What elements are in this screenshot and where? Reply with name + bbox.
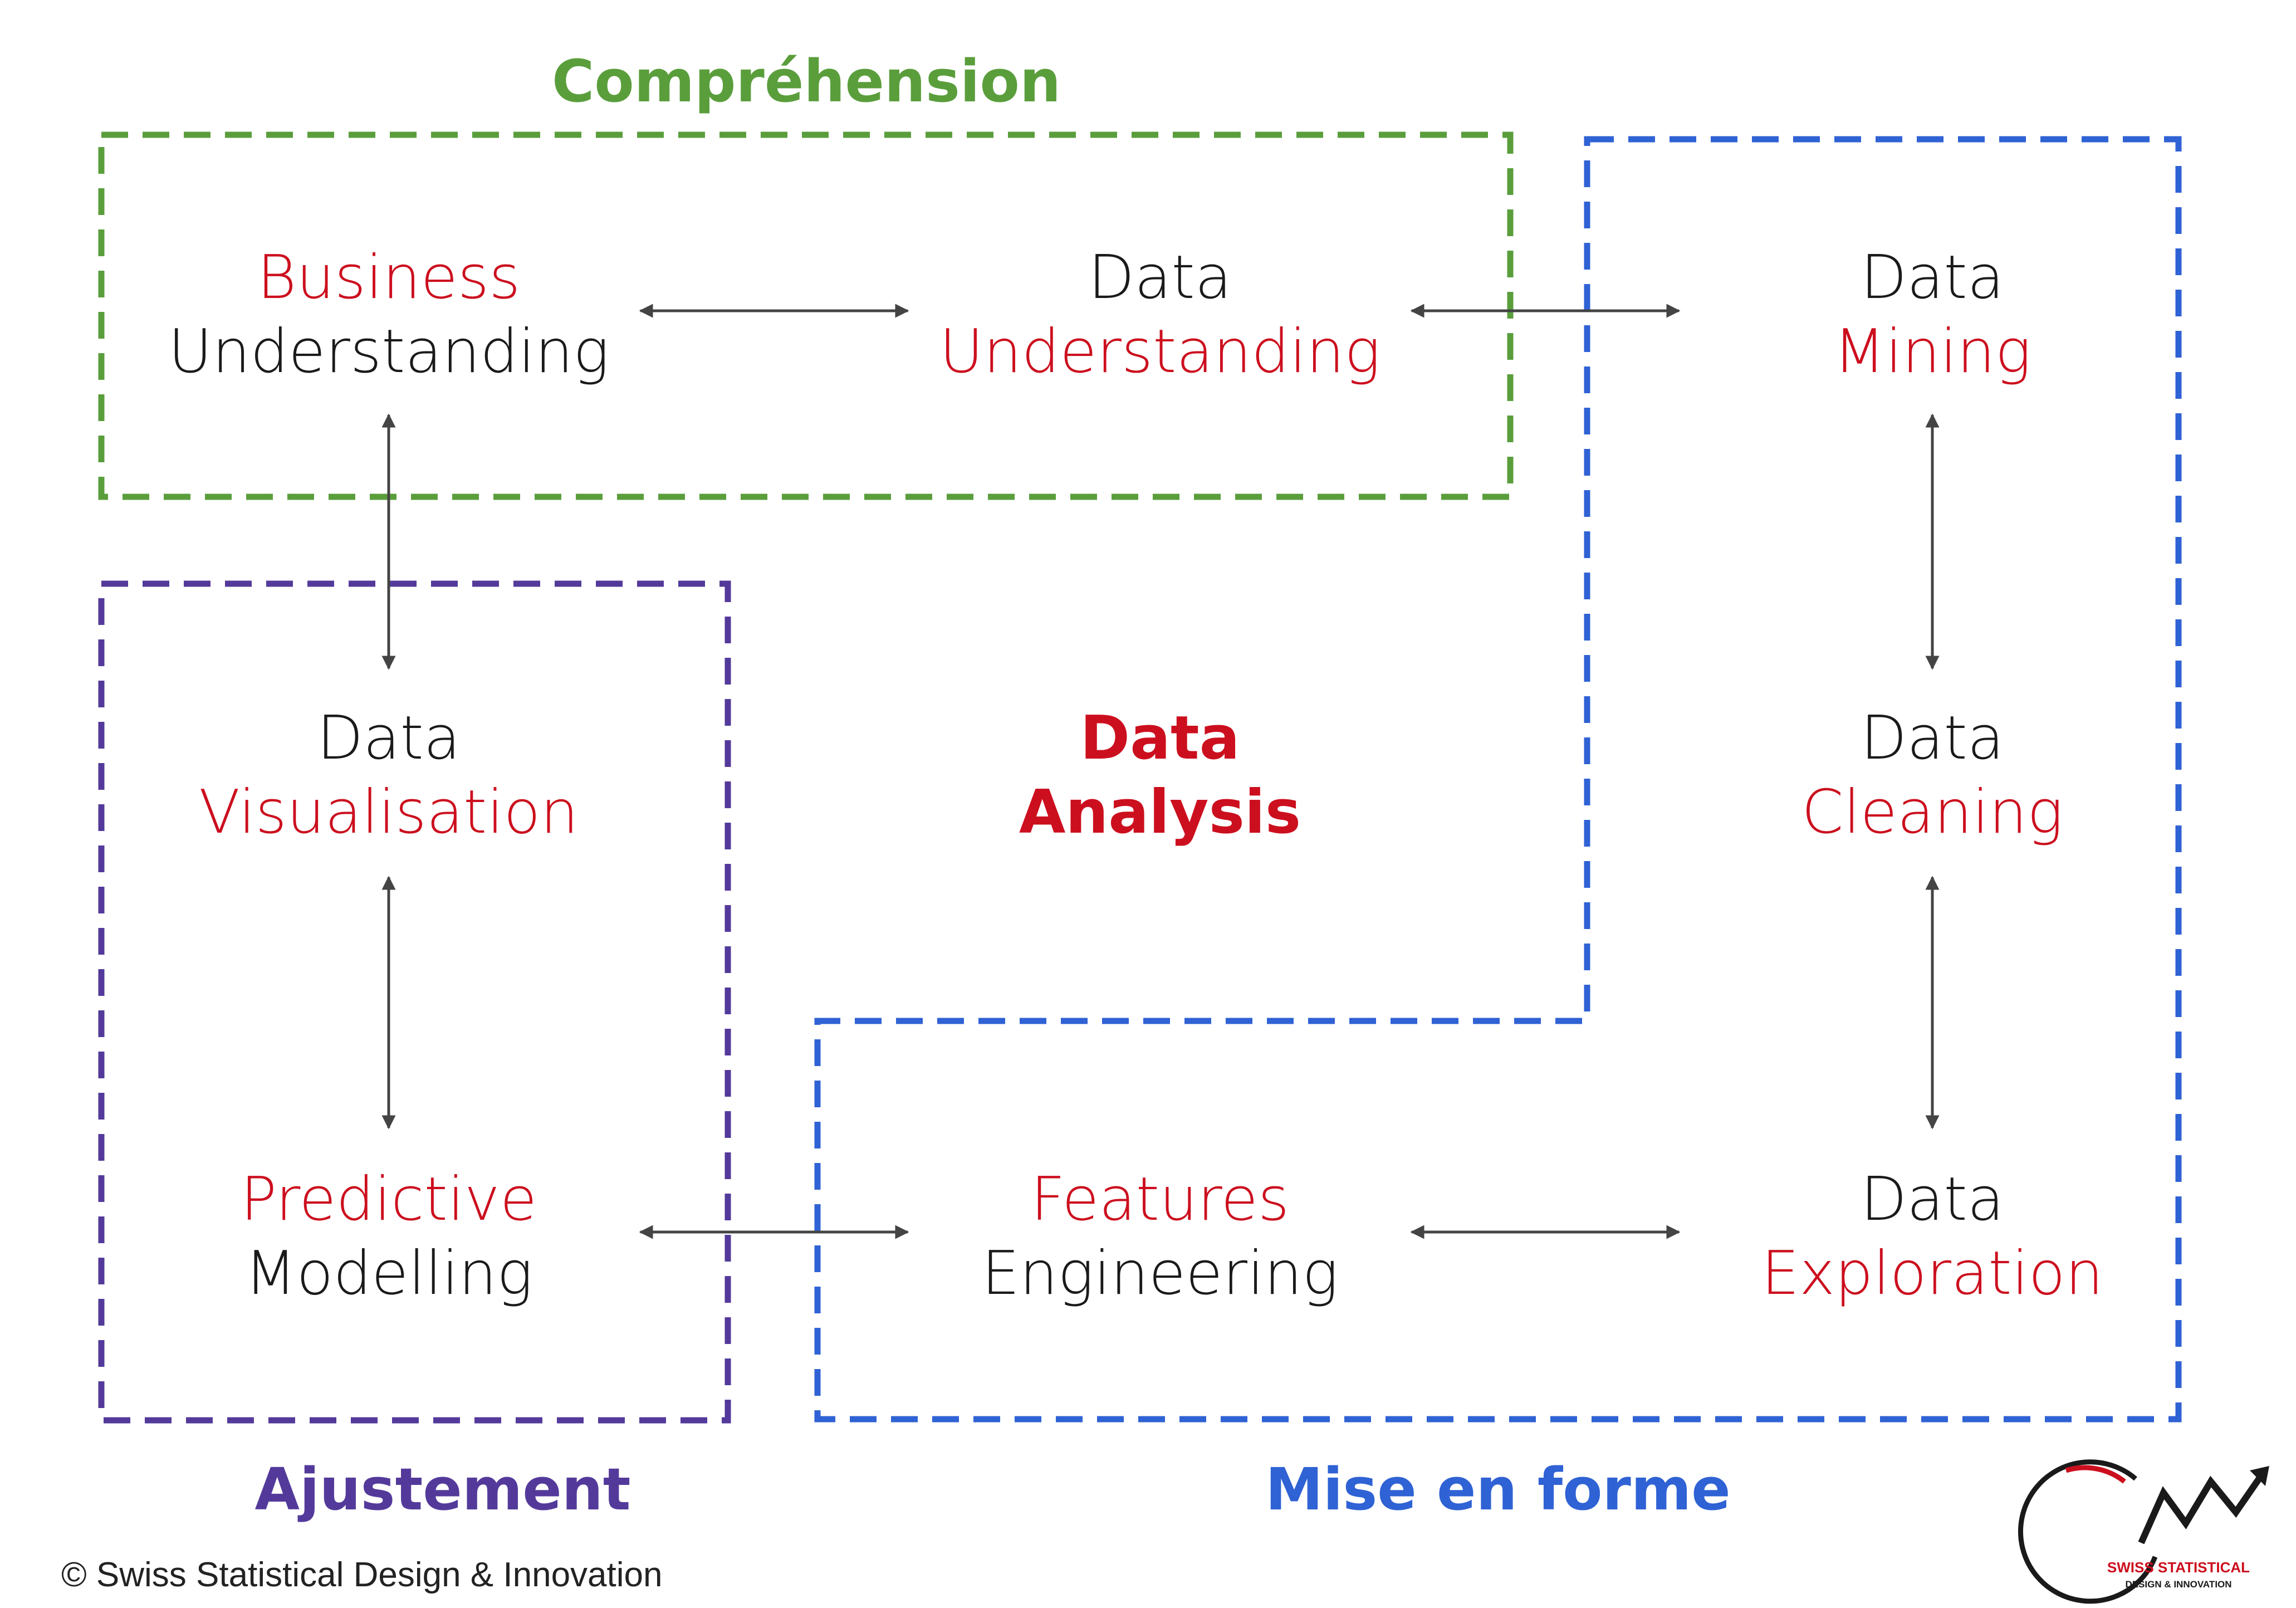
node-line-2: Cleaning	[1801, 778, 2063, 847]
node-line-2: Understanding	[168, 317, 609, 387]
node-line-1: Features	[1031, 1165, 1289, 1234]
node-line-1: Business	[257, 243, 521, 312]
node-line-1: Data	[1861, 243, 2004, 312]
logo-line-1: SWISS STATISTICAL	[2107, 1559, 2250, 1576]
node-data-visualisation: Data Visualisation	[199, 703, 579, 847]
node-data-analysis: Data Analysis	[1019, 703, 1301, 847]
group-label-ajustement: Ajustement	[255, 1455, 631, 1523]
node-line-2: Understanding	[939, 317, 1380, 387]
logo-line-2: DESIGN & INNOVATION	[2125, 1579, 2231, 1590]
node-line-2: Exploration	[1761, 1239, 2103, 1308]
node-predictive-modelling: Predictive Modelling	[241, 1165, 537, 1308]
node-line-1: Data	[317, 703, 461, 773]
node-data-mining: Data Mining	[1834, 243, 2031, 387]
company-logo: SWISS STATISTICAL DESIGN & INNOVATION	[2018, 1459, 2269, 1604]
node-line-1: Data	[1088, 243, 1232, 312]
node-line-2: Mining	[1834, 317, 2031, 387]
node-data-understanding: Data Understanding	[939, 243, 1380, 387]
node-line-1: Data	[1861, 703, 2004, 773]
node-line-1: Data	[1861, 1165, 2004, 1234]
node-line-2: Modelling	[244, 1239, 533, 1308]
node-line-2: Visualisation	[199, 778, 579, 847]
ajustement-box	[98, 580, 731, 1424]
node-features-engineering: Features Engineering	[982, 1165, 1339, 1308]
node-line-2: Engineering	[982, 1239, 1339, 1308]
node-line-1: Predictive	[241, 1165, 537, 1234]
mise-en-forme-box	[814, 136, 2182, 1423]
node-business-understanding: Business Understanding	[168, 243, 609, 387]
copyright-text: © Swiss Statistical Design & Innovation	[61, 1556, 663, 1594]
trend-arrow-icon	[2018, 1459, 2158, 1604]
comprehension-box	[98, 131, 1514, 500]
group-label-comprehension: Compréhension	[552, 47, 1061, 115]
group-label-mise-en-forme: Mise en forme	[1265, 1455, 1730, 1523]
node-data-cleaning: Data Cleaning	[1801, 703, 2063, 847]
node-data-exploration: Data Exploration	[1761, 1165, 2103, 1308]
center-line-2: Analysis	[1019, 778, 1301, 847]
center-line-1: Data	[1080, 703, 1240, 773]
